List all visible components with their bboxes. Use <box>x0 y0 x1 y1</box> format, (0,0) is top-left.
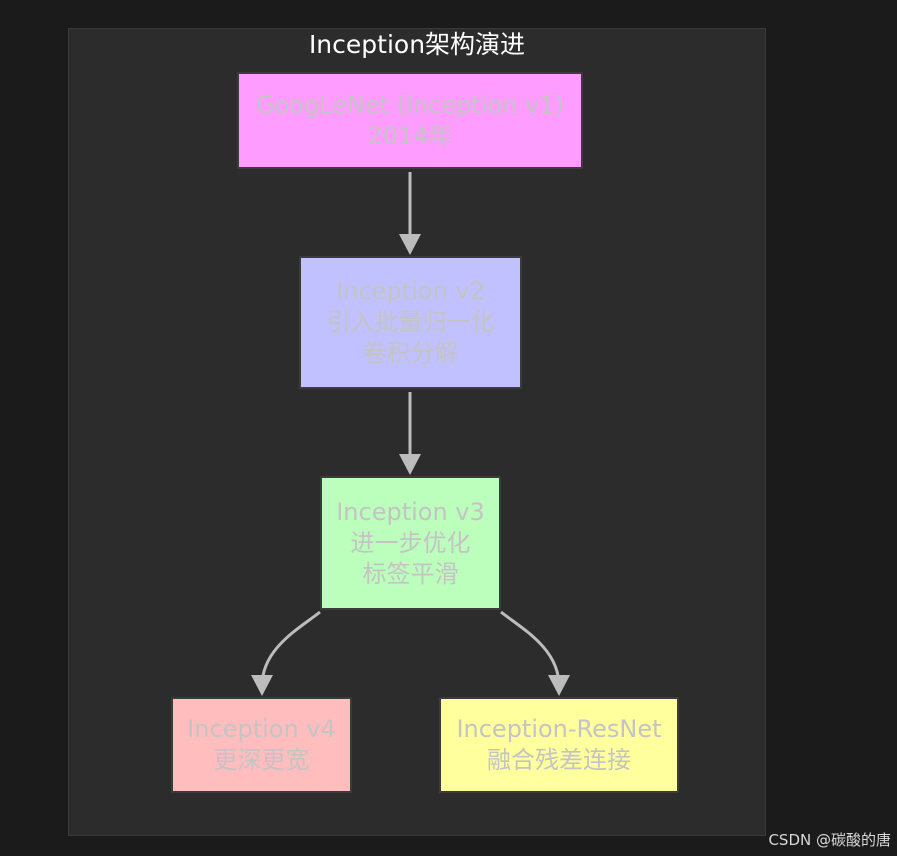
node-inception-v3: Inception v3 进一步优化 标签平滑 <box>320 476 501 610</box>
edge-v3-v4 <box>260 610 321 687</box>
arrow-head-v2-v3 <box>399 454 421 475</box>
node-v3-line-3: 标签平滑 <box>362 559 459 588</box>
node-v2-line-3: 卷积分解 <box>362 339 459 367</box>
node-inception-resnet: Inception-ResNet 融合残差连接 <box>439 697 679 793</box>
node-googlenet-v1: GoogLeNet (Inception v1) 2014年 <box>237 72 583 169</box>
arrow-head-v1-v2 <box>399 234 421 255</box>
node-resnet-line-2: 融合残差连接 <box>487 746 631 774</box>
diagram-title: Inception架构演进 <box>308 30 526 59</box>
node-v3-line-1: Inception v3 <box>336 497 485 526</box>
node-v4-line-2: 更深更宽 <box>213 746 310 774</box>
node-inception-v2: Inception v2 引入批量归一化 卷积分解 <box>299 256 522 389</box>
node-v2-line-2: 引入批量归一化 <box>326 308 495 336</box>
edge-v3-resnet <box>500 610 561 687</box>
node-v3-line-2: 进一步优化 <box>350 528 471 557</box>
node-inception-v4: Inception v4 更深更宽 <box>171 697 352 793</box>
watermark: CSDN @碳酸的唐 <box>768 831 891 849</box>
arrow-head-v3-resnet <box>548 675 570 696</box>
node-resnet-line-1: Inception-ResNet <box>456 715 662 743</box>
node-v4-line-1: Inception v4 <box>187 715 336 743</box>
node-v1-line-2: 2014年 <box>367 121 453 150</box>
node-v1-line-1: GoogLeNet (Inception v1) <box>256 90 564 119</box>
node-v2-line-1: Inception v2 <box>336 277 485 305</box>
arrow-head-v3-v4 <box>251 675 273 696</box>
